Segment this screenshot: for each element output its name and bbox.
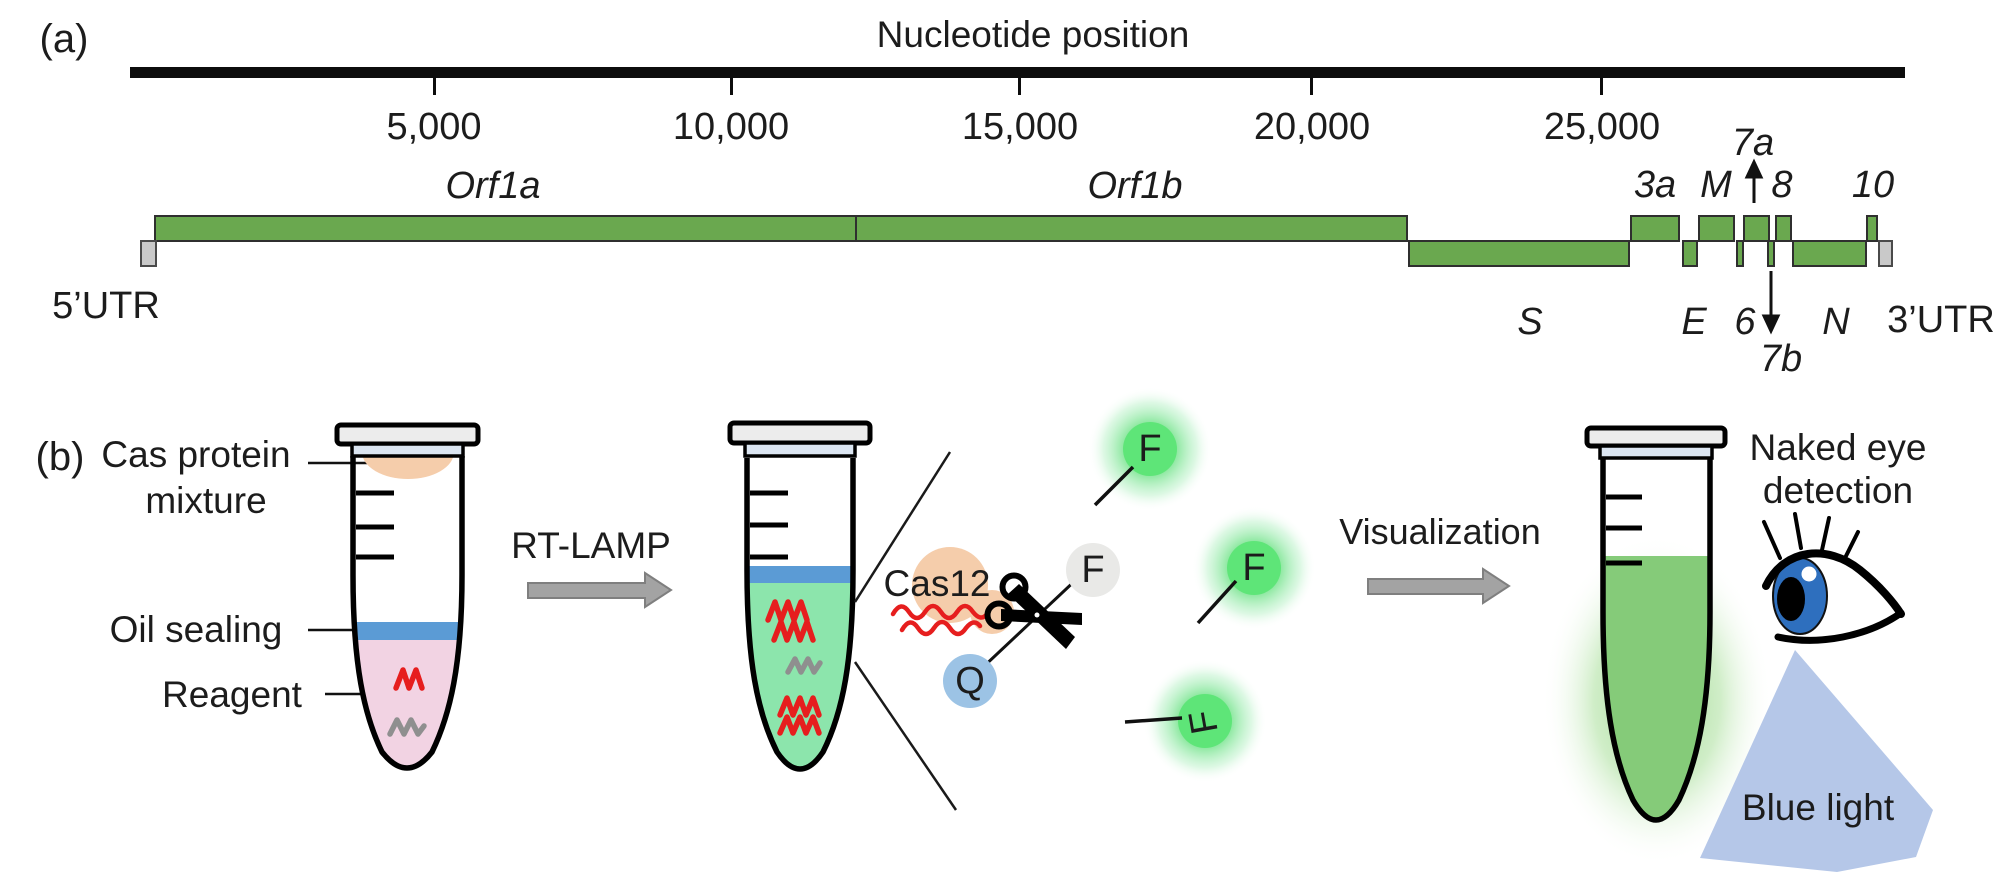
tube2-cap-neck <box>743 441 857 458</box>
orf1a-orf1b-divider <box>855 216 857 241</box>
tube1-graduations <box>356 490 394 560</box>
nucleotide-position-title: Nucleotide position <box>876 14 1190 55</box>
utr3-box <box>1878 240 1893 267</box>
gene-box-8 <box>1775 215 1792 242</box>
gene-label-10: 10 <box>1851 164 1895 206</box>
blue-light-beam <box>1700 650 1933 872</box>
gene-box-10 <box>1866 215 1878 242</box>
gene-box-n <box>1792 240 1867 267</box>
rt-lamp-label: RT-LAMP <box>511 525 671 566</box>
tube1-cap <box>334 422 481 447</box>
quencher-circle <box>943 654 997 708</box>
zoom-wedge-bottom-line <box>853 661 958 811</box>
released-fluorophore-2 <box>1192 506 1316 630</box>
released-fluorophore-3 <box>1124 659 1267 783</box>
eye-icon <box>1762 512 1905 644</box>
utr3-label: 3’UTR <box>1887 299 1995 341</box>
gene-label-orf1a: Orf1a <box>445 165 541 207</box>
gene-7a-up-arrow <box>1744 158 1764 203</box>
genome-ruler <box>130 67 1905 78</box>
gene-label-m: M <box>1700 164 1732 206</box>
utr5-label: 5’UTR <box>52 285 160 327</box>
gene-7b-down-arrow <box>1761 271 1781 335</box>
fluorophore-1-label: F <box>1138 428 1162 470</box>
tick-label-10000: 10,000 <box>672 106 790 148</box>
tube1-oil-band <box>353 622 462 640</box>
gene-box-orf1ab <box>154 215 1408 242</box>
gene-box-e <box>1682 240 1698 267</box>
quenched-fluorophore-label: F <box>1081 549 1105 591</box>
tube1-body-outline <box>350 456 465 771</box>
quenched-fluorophore-circle <box>1066 543 1120 597</box>
gene-box-6 <box>1736 240 1744 267</box>
fluorophore-2-label: F <box>1242 547 1266 589</box>
tick-label-5000: 5,000 <box>386 106 482 148</box>
gene-label-6: 6 <box>1734 301 1756 343</box>
gene-label-e: E <box>1681 301 1707 343</box>
gene-label-orf1b: Orf1b <box>1087 165 1183 207</box>
cas-protein-label-line1: Cas protein <box>101 434 291 475</box>
ruler-tick-10000 <box>730 78 733 95</box>
tube2-lamp-liquid <box>747 583 853 769</box>
gene-label-s: S <box>1517 301 1543 343</box>
gene-label-8: 8 <box>1771 164 1793 206</box>
quencher-label: Q <box>955 660 985 702</box>
rt-lamp-arrow <box>527 571 673 609</box>
tube2-graduations <box>750 490 788 560</box>
ruler-tick-15000 <box>1018 78 1021 95</box>
scissors-icon <box>984 572 1082 649</box>
tube3-body-outline <box>1600 458 1713 823</box>
panel-b-label: (b) <box>35 435 85 479</box>
gene-label-7a: 7a <box>1731 122 1775 164</box>
gene-box-7a <box>1743 215 1770 242</box>
tube2-primer-squiggle <box>785 656 823 675</box>
gene-box-7b <box>1767 240 1775 267</box>
gene-box-m <box>1698 215 1735 242</box>
naked-eye-label-line2: detection <box>1762 470 1914 511</box>
zoom-wedge-top-line <box>853 451 952 603</box>
tube2-body-outline <box>744 458 856 772</box>
cas-protein-label-line2: mixture <box>145 480 267 521</box>
utr5-box <box>140 240 157 267</box>
tube3-cap-neck <box>1598 444 1714 460</box>
ruler-tick-20000 <box>1310 78 1313 95</box>
visualization-arrow <box>1367 567 1511 605</box>
reagent-label: Reagent <box>162 674 302 715</box>
tube3-cap <box>1584 425 1728 449</box>
tube2-cap <box>727 420 873 446</box>
tube1-cap-neck <box>350 442 465 458</box>
gene-label-3a: 3a <box>1633 164 1677 206</box>
cas12-label: Cas12 <box>883 563 991 604</box>
blue-light-label: Blue light <box>1741 787 1895 828</box>
released-fluorophore-1 <box>1088 387 1212 511</box>
tube2-amplicons <box>765 599 822 736</box>
tube-1 <box>334 422 481 771</box>
tube1-rna-squiggle <box>393 667 425 691</box>
tick-label-25000: 25,000 <box>1543 106 1661 148</box>
naked-eye-label-line1: Naked eye <box>1749 427 1927 468</box>
tube-2 <box>727 420 873 772</box>
tick-label-15000: 15,000 <box>961 106 1079 148</box>
gene-label-7b: 7b <box>1759 338 1803 380</box>
panel-a-label: (a) <box>39 17 89 61</box>
target-rna-waves <box>890 603 990 637</box>
gene-label-n: N <box>1822 301 1850 343</box>
cas-protein-blob <box>362 456 454 479</box>
reporter-linker-line <box>978 574 1082 672</box>
gene-box-s <box>1408 240 1630 267</box>
visualization-label: Visualization <box>1339 511 1541 552</box>
gene-box-3a <box>1630 215 1680 242</box>
oil-sealing-label: Oil sealing <box>109 609 283 650</box>
tube1-primer-squiggle <box>387 717 427 737</box>
ruler-tick-25000 <box>1600 78 1603 95</box>
tick-label-20000: 20,000 <box>1253 106 1371 148</box>
tube3-graduations <box>1606 494 1642 566</box>
eyelashes <box>1762 512 1860 562</box>
ruler-tick-5000 <box>433 78 436 95</box>
tube2-oil-band <box>747 566 853 583</box>
